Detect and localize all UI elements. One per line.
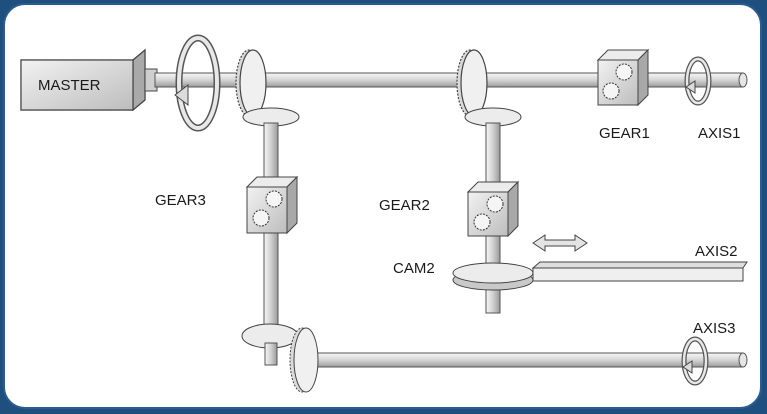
master-rotation-arrow — [174, 34, 221, 132]
axis2-label: AXIS2 — [695, 243, 738, 260]
axis2-slider-bar — [531, 261, 748, 282]
mechanism-diagram: MASTER GEAR1 AXIS1 — [20, 34, 748, 393]
axis1-rotation-arrow — [684, 56, 712, 106]
gear3-box — [245, 175, 299, 235]
gear1-cog-icon — [602, 82, 620, 100]
master-label: MASTER — [38, 77, 101, 94]
axis3-rotation-arrow — [681, 336, 709, 386]
diagram-frame: MASTER GEAR1 AXIS1 — [3, 3, 762, 409]
axis2-linear-arrow — [532, 234, 588, 252]
top-gear-left — [235, 49, 267, 117]
gear2-label: GEAR2 — [379, 197, 430, 214]
gear1-cog-icon — [615, 63, 633, 81]
gear3-label: GEAR3 — [155, 192, 206, 209]
bottom-gear-disc — [289, 327, 319, 393]
gear1-label: GEAR1 — [599, 125, 650, 142]
gear2-box — [466, 180, 520, 238]
axis3-shaft — [299, 352, 744, 368]
cam2-disc — [452, 262, 534, 291]
axis1-label: AXIS1 — [698, 125, 741, 142]
gear2-cog-icon — [486, 195, 504, 213]
gear3-cog-icon — [265, 190, 283, 208]
cam2-label: CAM2 — [393, 260, 435, 277]
axis1-shaft-end — [738, 72, 748, 88]
gear3-cog-icon — [252, 209, 270, 227]
gear2-cog-icon — [473, 213, 491, 231]
master-motor — [20, 48, 158, 112]
gear1-box — [596, 48, 650, 107]
top-gear-middle — [456, 49, 488, 117]
axis3-label: AXIS3 — [693, 320, 736, 337]
